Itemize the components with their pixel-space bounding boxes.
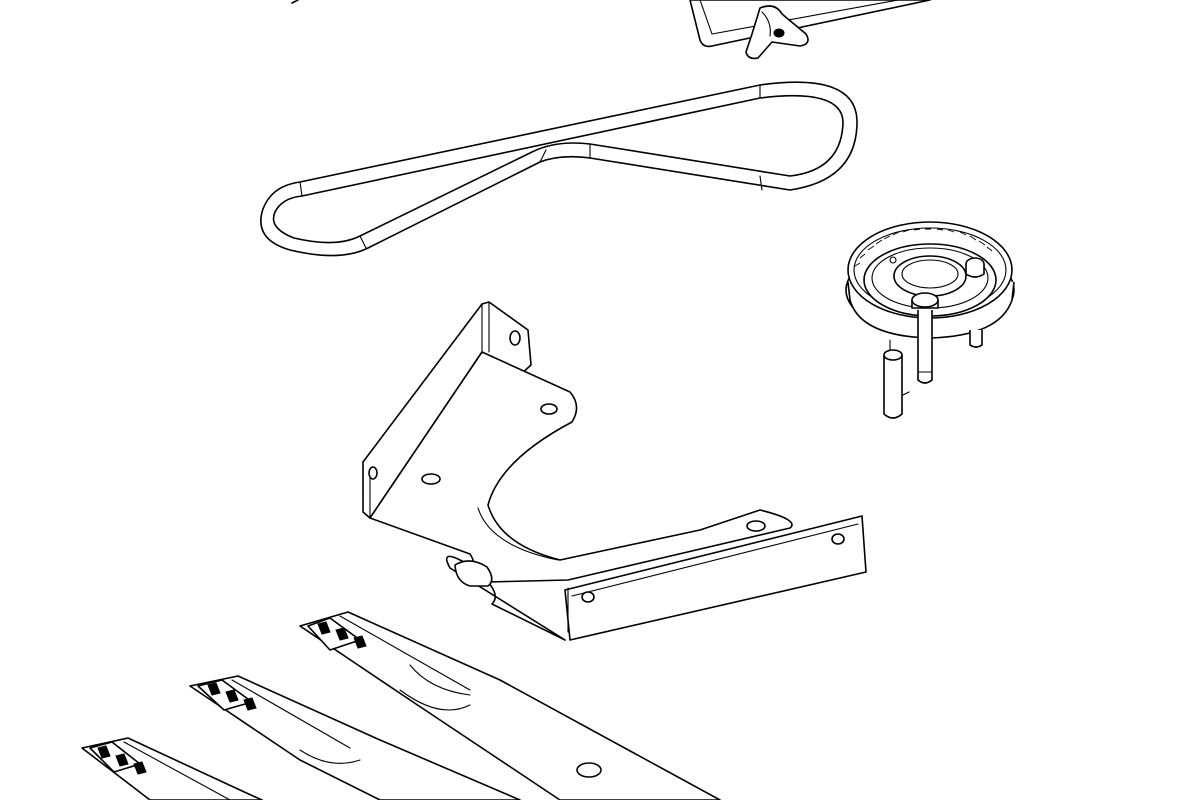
mower-blade-icon (81, 611, 721, 800)
pulley (845, 221, 1015, 419)
deflector-bracket (291, 0, 931, 48)
drive-belt (260, 81, 858, 257)
mounting-bracket (362, 301, 867, 641)
wing-knob-icon (745, 5, 809, 60)
